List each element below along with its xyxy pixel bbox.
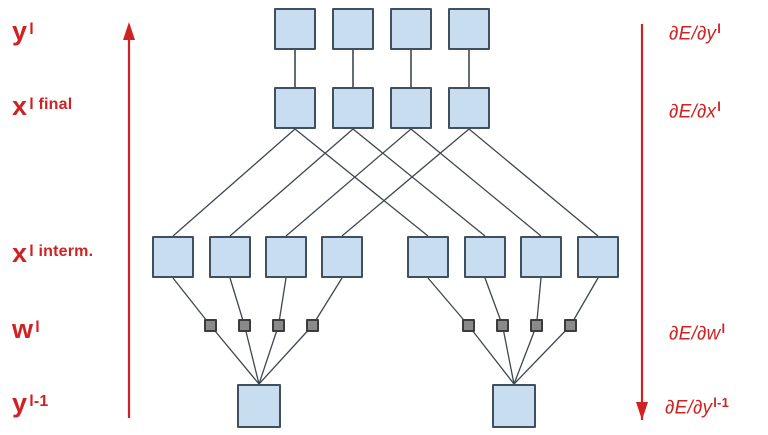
forward-flow-arrow <box>123 22 135 418</box>
label-grad-y-l-minus-1-sup: l-1 <box>713 395 730 410</box>
label-x-l-interm-base: x <box>12 238 28 268</box>
weight-node-0 <box>204 319 217 332</box>
edge-weight-to-yprev <box>513 325 538 385</box>
label-grad-w-l: ∂E/∂wl <box>669 322 725 343</box>
label-w-l-sup: l <box>35 318 40 336</box>
label-grad-x-l: ∂E/∂xl <box>669 100 721 121</box>
label-x-l-final-sup: l final <box>29 95 73 113</box>
label-grad-y-l: ∂E/∂yl <box>669 22 721 43</box>
backward-flow-arrow <box>636 24 648 420</box>
label-y-l-minus-1-sup: l-1 <box>29 392 49 410</box>
edge-xfinal-to-interm <box>352 128 486 237</box>
edge-interm-to-weight <box>569 277 599 326</box>
edge-weight-to-yprev <box>258 325 313 385</box>
node-x-interm-7 <box>577 236 619 278</box>
weight-node-3 <box>306 319 319 332</box>
edge-interm-to-weight <box>535 277 542 326</box>
label-y-l-sup: l <box>29 20 34 38</box>
label-grad-y-l-base: ∂E/∂y <box>669 23 717 45</box>
edge-weight-to-yprev <box>501 325 515 385</box>
node-x-interm-6 <box>520 236 562 278</box>
node-y-out-3 <box>448 8 490 50</box>
edge-xfinal-to-interm <box>341 128 470 237</box>
node-y-out-2 <box>390 8 432 50</box>
label-grad-x-l-sup: l <box>717 99 722 114</box>
node-y-out-0 <box>274 8 316 50</box>
weight-node-7 <box>564 319 577 332</box>
node-x-interm-4 <box>407 236 449 278</box>
forward-flow-arrow-head <box>123 22 135 40</box>
node-x-interm-2 <box>265 236 307 278</box>
weight-node-1 <box>238 319 251 332</box>
node-x-final-2 <box>390 87 432 129</box>
edge-interm-to-weight <box>484 277 504 326</box>
edge-weight-to-yprev <box>243 325 260 385</box>
edge-xfinal-to-interm <box>294 128 429 237</box>
backward-flow-arrow-head <box>636 402 648 420</box>
label-y-l-base: y <box>12 16 28 46</box>
label-x-l-final-base: x <box>12 91 28 121</box>
label-y-l-minus-1-base: y <box>12 388 28 418</box>
weight-node-2 <box>272 319 285 332</box>
edge-interm-to-weight <box>311 277 343 326</box>
label-w-l-base: w <box>12 314 34 344</box>
edge-xfinal-to-interm <box>172 128 296 237</box>
label-grad-w-l-base: ∂E/∂w <box>669 323 721 345</box>
node-x-final-3 <box>448 87 490 129</box>
edge-interm-to-weight <box>427 277 469 326</box>
edge-weight-to-yprev <box>513 325 571 385</box>
node-x-interm-1 <box>209 236 251 278</box>
label-grad-y-l-sup: l <box>717 21 722 36</box>
edge-xfinal-to-interm <box>229 128 354 237</box>
edge-xfinal-to-interm <box>410 128 542 237</box>
weight-node-5 <box>496 319 509 332</box>
edge-interm-to-weight <box>229 277 246 326</box>
edge-weight-to-yprev <box>258 325 280 385</box>
node-x-final-0 <box>274 87 316 129</box>
edge-xfinal-to-interm <box>285 128 412 237</box>
label-grad-x-l-base: ∂E/∂x <box>669 101 717 123</box>
label-grad-w-l-sup: l <box>721 321 726 336</box>
weight-node-6 <box>530 319 543 332</box>
edge-interm-to-weight <box>277 277 287 326</box>
label-grad-y-l-minus-1: ∂E/∂yl-1 <box>665 396 729 417</box>
edge-xfinal-to-interm <box>468 128 599 237</box>
node-x-interm-0 <box>152 236 194 278</box>
edge-weight-to-yprev <box>209 325 260 385</box>
edge-weight-to-yprev <box>467 325 515 385</box>
node-y-out-1 <box>332 8 374 50</box>
edge-interm-to-weight <box>172 277 212 326</box>
node-y-prev-0 <box>237 384 281 428</box>
label-grad-y-l-minus-1-base: ∂E/∂y <box>665 397 713 419</box>
node-x-interm-5 <box>464 236 506 278</box>
node-x-final-1 <box>332 87 374 129</box>
node-x-interm-3 <box>321 236 363 278</box>
weight-node-4 <box>462 319 475 332</box>
label-x-l-interm-sup: l interm. <box>29 242 94 260</box>
node-y-prev-1 <box>492 384 536 428</box>
